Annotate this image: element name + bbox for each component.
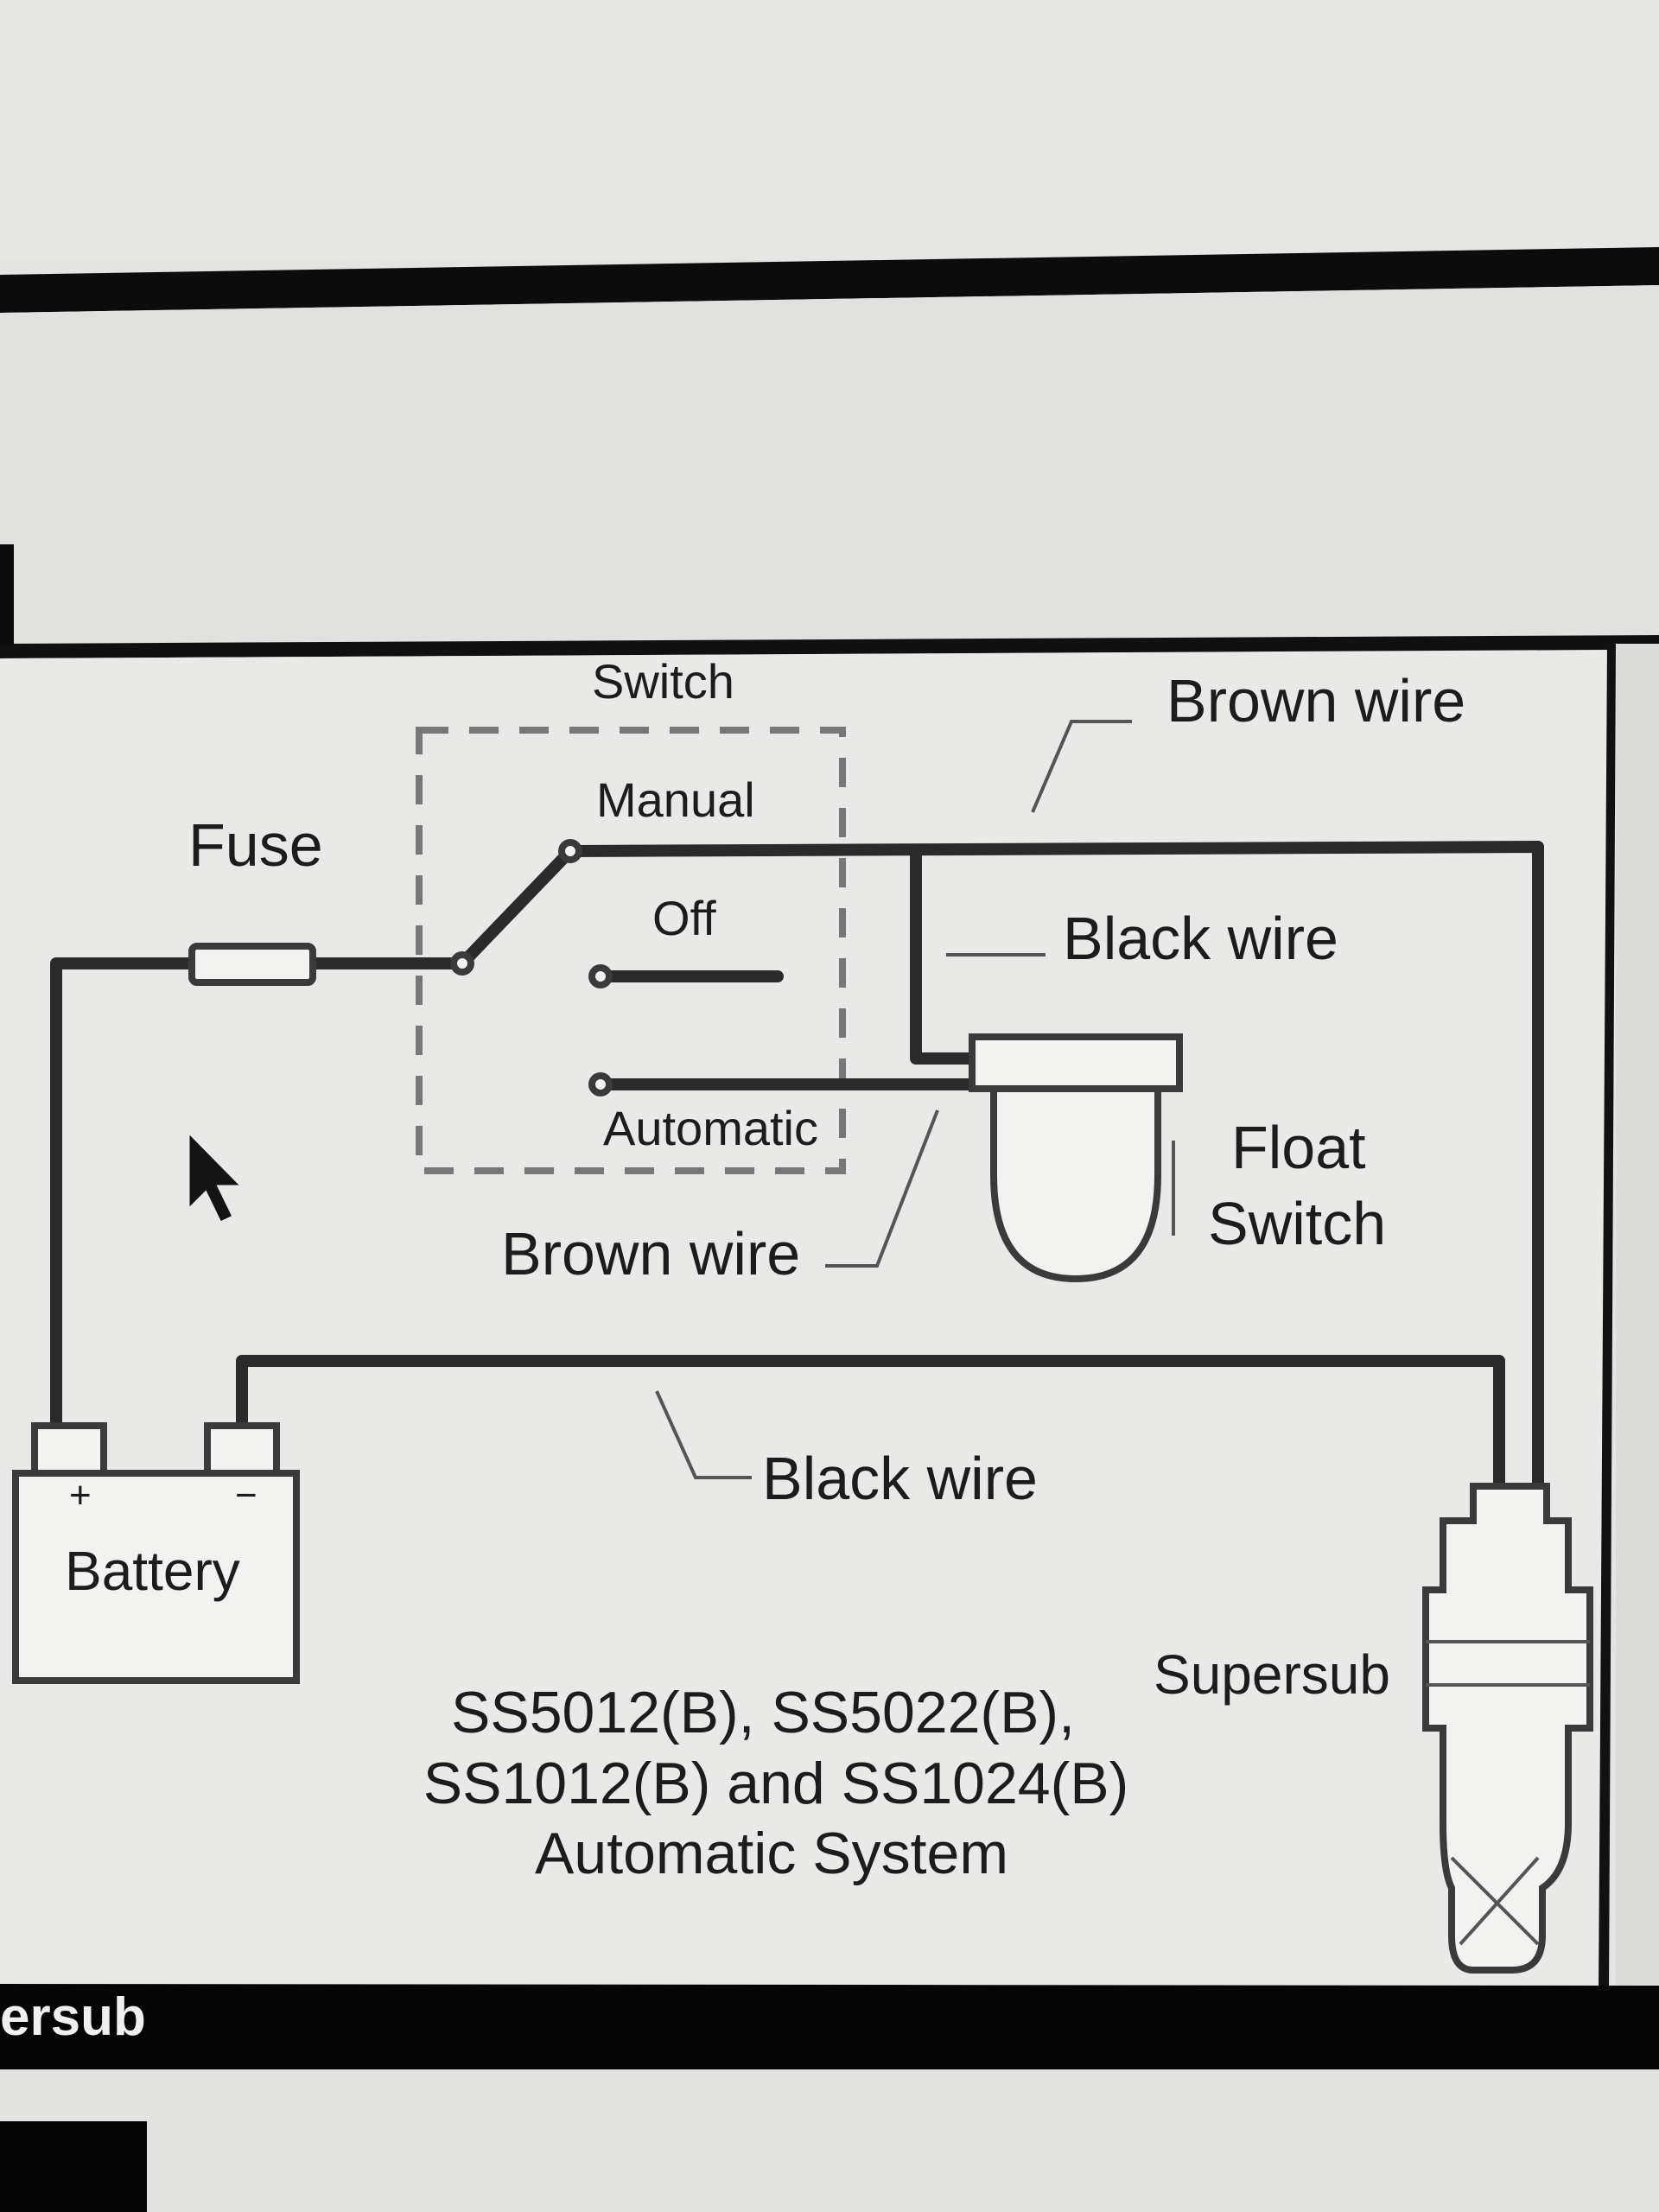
- top-band: [0, 0, 1659, 259]
- float-switch-label-line1: Float: [1231, 1114, 1366, 1181]
- battery-plus-sign: +: [69, 1474, 92, 1516]
- footer-fragment-text: ersub: [0, 1987, 146, 2047]
- models-line3: Automatic System: [535, 1821, 1008, 1886]
- bottom-band: [0, 1984, 1659, 2082]
- footer-area: [0, 2069, 1659, 2212]
- middle-band: [0, 285, 1659, 644]
- top-rule: [0, 247, 1659, 313]
- switch-pivot: [450, 951, 474, 976]
- frame-right-border: [1599, 644, 1616, 1996]
- frame-top-line: [0, 635, 1659, 658]
- switch-label: Switch: [592, 654, 734, 709]
- manual-label: Manual: [596, 772, 755, 827]
- supersub-detail: [1426, 1640, 1590, 1946]
- brown-wire-top-label: Brown wire: [1166, 667, 1465, 734]
- off-label: Off: [652, 891, 716, 945]
- automatic-label: Automatic: [603, 1101, 818, 1155]
- battery-label: Battery: [65, 1540, 240, 1602]
- float-switch-body: [990, 1085, 1161, 1283]
- brown-wire-manual-path: [456, 841, 1544, 1501]
- battery-body: [12, 1470, 300, 1684]
- battery-negative-terminal: [204, 1422, 280, 1477]
- models-line1: SS5012(B), SS5022(B),: [451, 1680, 1075, 1745]
- battery-positive-terminal: [31, 1422, 107, 1477]
- brown-wire-bottom-label: Brown wire: [501, 1220, 800, 1287]
- float-switch-label-line2: Switch: [1208, 1190, 1386, 1257]
- right-margin: [1616, 644, 1659, 2005]
- mouse-pointer-icon: [187, 1128, 245, 1224]
- left-stub: [0, 544, 14, 648]
- automatic-contact: [588, 1072, 613, 1096]
- fuse-label: Fuse: [188, 811, 323, 879]
- diagram-panel: [0, 650, 1607, 1986]
- battery-minus-sign: −: [235, 1474, 257, 1516]
- black-wire-bottom-leader: [655, 1390, 752, 1479]
- battery-positive-wire: [50, 957, 200, 1427]
- float-switch-cap: [969, 1033, 1183, 1092]
- footer-black-block: [0, 2121, 147, 2212]
- manual-contact: [558, 839, 582, 863]
- supersub-pump: [1422, 1483, 1593, 1974]
- switch-enclosure: [416, 727, 846, 1174]
- black-wire-ground: [236, 1355, 1505, 1501]
- black-wire-bottom-label: Black wire: [762, 1445, 1038, 1512]
- black-wire-mid-label: Black wire: [1063, 905, 1338, 972]
- models-line2: SS1012(B) and SS1024(B): [423, 1751, 1129, 1816]
- black-wire-float: [910, 845, 987, 1065]
- supersub-label: Supersub: [1154, 1643, 1390, 1706]
- off-contact: [588, 964, 613, 988]
- brown-wire-top-leader: [1031, 720, 1132, 813]
- brown-wire-bottom-leader: [825, 1109, 939, 1268]
- fuse-symbol: [188, 943, 316, 986]
